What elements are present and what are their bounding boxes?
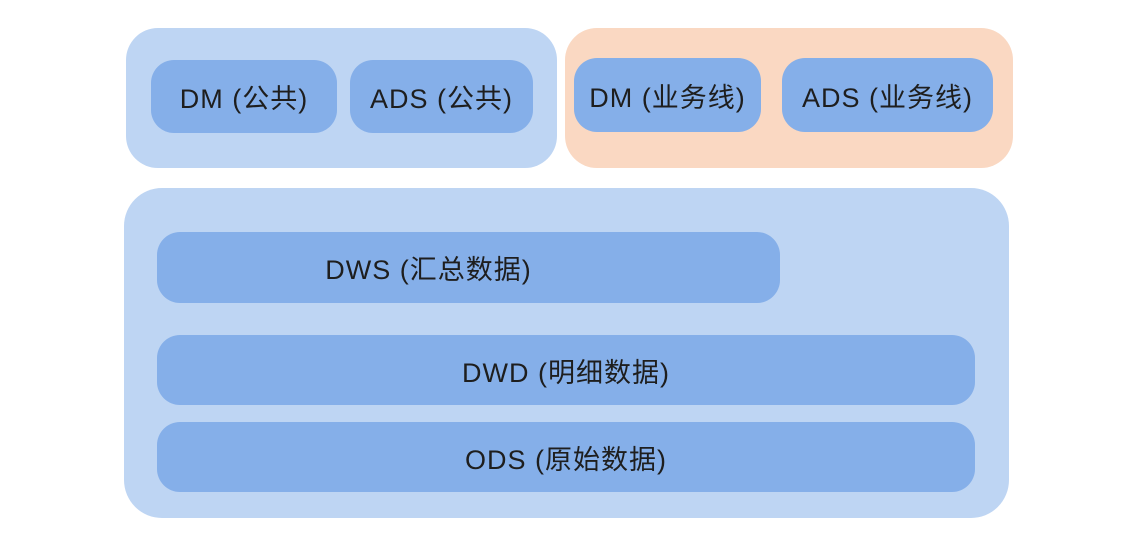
node-ods-layer: ODS (原始数据) <box>157 422 975 492</box>
node-label: DWD (明细数据) <box>462 357 670 388</box>
node-dm-business: DM (业务线) <box>574 58 761 132</box>
node-label: DM (业务线) <box>589 82 746 113</box>
node-dm-public: DM (公共) <box>151 60 337 133</box>
node-label: DWS (汇总数据) <box>325 255 532 285</box>
node-dwd-layer: DWD (明细数据) <box>157 335 975 405</box>
node-label: ADS (公共) <box>370 84 513 114</box>
node-ads-business: ADS (业务线) <box>782 58 993 132</box>
node-ads-public: ADS (公共) <box>350 60 533 133</box>
business-line-group: DM (业务线) ADS (业务线) <box>565 28 1013 168</box>
node-label: ADS (业务线) <box>802 82 973 113</box>
node-label: ODS (原始数据) <box>465 444 667 475</box>
public-layer-group: DM (公共) ADS (公共) <box>126 28 557 168</box>
warehouse-layers-group: DWS (汇总数据) DWD (明细数据) ODS (原始数据) <box>124 188 1009 518</box>
node-label: DM (公共) <box>179 84 309 114</box>
node-dws-layer: DWS (汇总数据) <box>157 232 780 303</box>
